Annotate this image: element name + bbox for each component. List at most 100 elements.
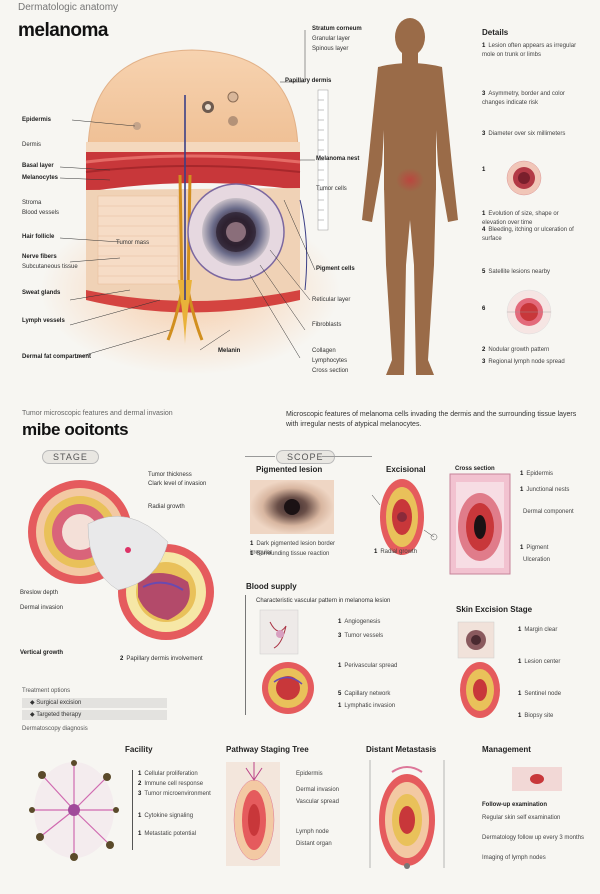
mole-closeup [506, 160, 542, 196]
label-melanocytes: Melanocytes [22, 175, 59, 181]
details-title: Details [482, 28, 509, 37]
col3-title: Distant Metastasis [366, 745, 437, 754]
col1-bracket [132, 770, 133, 850]
label-stratum-corneum: Stratum corneum [312, 26, 362, 32]
label-pigment-cells: Pigment cells [316, 266, 355, 272]
label-spinous: Spinous layer [312, 46, 349, 52]
details-note-4: 1 [482, 167, 486, 173]
col4-note-2: Dermatology follow up every 3 months [482, 835, 585, 841]
label-tumor-mass: Tumor mass [116, 240, 150, 246]
section-label: Cross section [455, 466, 495, 472]
divider-line-2 [322, 456, 372, 457]
tissue-circles [28, 480, 214, 640]
details-note-8: 6 [482, 306, 486, 312]
col4-note-3: Imaging of lymph nodes [482, 855, 546, 861]
divider-line [245, 456, 275, 457]
col2-note-2: Dermal invasion [296, 787, 340, 793]
scope-pill: SCOPE [276, 450, 335, 464]
legend-item-2: ◆ Targeted therapy [30, 712, 82, 718]
excision-title: Skin Excision Stage [456, 605, 533, 614]
label-subcutaneous: Subcutaneous tissue [22, 264, 78, 270]
legend-item-1: ◆ Surgical excision [30, 700, 82, 706]
circle-label-5: Dermal invasion [20, 605, 64, 611]
right-note-3: Dermal component [523, 509, 574, 515]
middle-section-title: mibe ooitonts [22, 420, 129, 439]
label-fibroblasts: Fibroblasts [312, 322, 342, 328]
legend-footer: Dermatoscopy diagnosis [22, 726, 88, 732]
cell-network [29, 760, 119, 861]
legend-bar-1 [22, 698, 167, 708]
pigmented-lesion-image [250, 480, 334, 534]
label-cross-section: Cross section [312, 368, 349, 374]
label-sweat-glands: Sweat glands [22, 290, 61, 296]
label-stroma: Stroma [22, 200, 42, 206]
label-hair-follicle: Hair follicle [22, 234, 55, 240]
circle-label-1: Tumor thickness [148, 472, 192, 478]
label-lymph-vessels: Lymph vessels [22, 318, 65, 324]
label-blood-vessels: Blood vessels [22, 210, 60, 216]
blood-caption: Characteristic vascular pattern in melan… [256, 598, 391, 604]
col4-note-1: Regular skin self examination [482, 815, 561, 821]
blood-title: Blood supply [246, 582, 297, 591]
label-basal-layer: Basal layer [22, 163, 54, 169]
col2-note-3: Vascular spread [296, 799, 339, 805]
label-collagen: Collagen [312, 348, 336, 354]
label-papillary: Papillary dermis [285, 78, 332, 84]
label-dermal-fat: Dermal fat compartment [22, 354, 92, 360]
label-dermis: Dermis [22, 142, 41, 148]
col2-note-1: Epidermis [296, 771, 323, 777]
circle-label-3: Radial growth [148, 504, 185, 510]
cross-section-specimen [449, 473, 511, 575]
staging-tree [226, 762, 280, 866]
page-title: melanoma [18, 20, 108, 41]
blood-bracket [245, 595, 246, 715]
middle-caption: Tumor microscopic features and dermal in… [22, 410, 173, 417]
excision-images [457, 621, 500, 718]
management-image [512, 767, 562, 791]
label-epidermis: Epidermis [22, 117, 52, 123]
pigmented-title: Pigmented lesion [256, 465, 323, 474]
circle-label-4: Breslow depth [20, 590, 59, 596]
col2-note-5: Distant organ [296, 841, 332, 847]
middle-intro: Microscopic features of melanoma cells i… [286, 411, 577, 428]
col4-title: Management [482, 745, 531, 754]
col2-note-4: Lymph node [296, 829, 329, 835]
col1-title: Facility [125, 745, 153, 754]
label-granular: Granular layer [312, 36, 351, 42]
metastasis-specimen [369, 760, 445, 869]
col4-subtitle: Follow-up examination [482, 802, 548, 808]
label-tumor-cells: Tumor cells [316, 186, 347, 192]
col2-title: Pathway Staging Tree [226, 745, 309, 754]
body-figure [362, 18, 458, 375]
circle-label-6: Vertical growth [20, 650, 64, 656]
right-note-5: Ulceration [523, 557, 551, 563]
excisional-specimen [371, 479, 438, 555]
blood-supply-images [259, 609, 314, 714]
label-nerve-fibers: Nerve fibers [22, 254, 57, 260]
label-lymphocytes: Lymphocytes [312, 358, 348, 364]
